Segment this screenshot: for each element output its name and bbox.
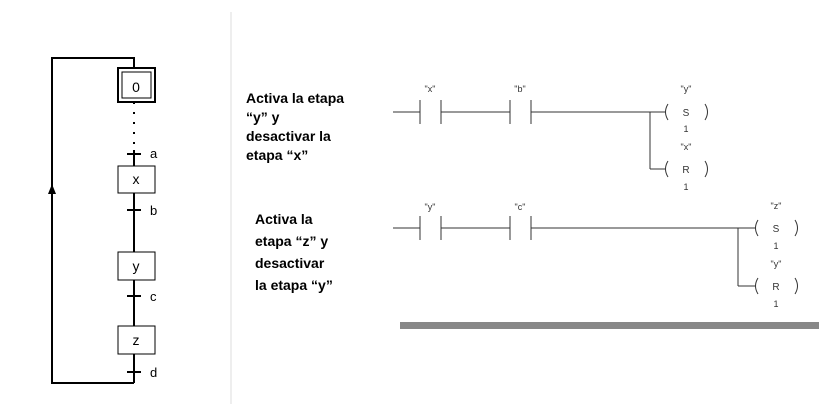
- step-z: [117, 325, 156, 355]
- step-x: [117, 165, 156, 194]
- rung-2-desc-line-4: la etapa “y”: [255, 277, 333, 293]
- rung-2-description: Activa la etapa “z” y desactivar la etap…: [255, 211, 333, 293]
- step-z-label: z: [133, 332, 140, 348]
- rung-1-contact-1-tag: "x": [425, 84, 436, 94]
- rung-2-desc-line-1: Activa la: [255, 211, 313, 227]
- contact-c: [509, 216, 532, 240]
- bottom-bar: [400, 322, 819, 329]
- rung-2: [393, 216, 798, 295]
- rung-1-desc-line-4: etapa “x”: [246, 147, 308, 163]
- step-0-label: 0: [132, 79, 140, 95]
- rung-2-coil-1-letter: S: [773, 224, 780, 235]
- rung-1-coil-1-tag: "y": [681, 84, 692, 94]
- step-0-outer: [117, 67, 156, 103]
- rung-2-coil-1-tag: "z": [771, 201, 782, 211]
- step-y: [117, 251, 156, 281]
- rung-1: [393, 100, 708, 178]
- rung-2-desc-line-3: desactivar: [255, 255, 325, 271]
- contact-x: [419, 100, 442, 124]
- return-loop: [51, 57, 135, 384]
- transition-c-label: c: [150, 289, 157, 304]
- rung-1-desc-line-3: desactivar la: [246, 128, 331, 144]
- rung-1-coil-2-tag: "x": [681, 142, 692, 152]
- coil-z-set: [755, 219, 798, 237]
- rung-1-coil-1-value: 1: [683, 124, 688, 134]
- transition-a-label: a: [150, 146, 158, 161]
- rung-2-coil-2-letter: R: [772, 282, 779, 293]
- step-x-label: x: [133, 171, 140, 187]
- rung-1-description: Activa la etapa “y” y desactivar la etap…: [246, 90, 344, 163]
- rung-1-desc-line-2: “y” y: [246, 109, 280, 125]
- rung-2-coil-2-tag: "y": [771, 259, 782, 269]
- contact-b: [509, 100, 532, 124]
- rung-1-contact-2-tag: "b": [514, 84, 525, 94]
- coil-x-reset: [665, 160, 708, 178]
- coil-y-set: [665, 103, 708, 121]
- rung-1-coil-2-letter: R: [682, 165, 689, 176]
- transition-b-label: b: [150, 203, 157, 218]
- transition-d-label: d: [150, 365, 157, 380]
- rung-1-coil-1-letter: S: [683, 108, 690, 119]
- step-y-label: y: [133, 258, 140, 274]
- rung-2-contact-1-tag: "y": [425, 202, 436, 212]
- grafcet: [48, 57, 156, 384]
- contact-y: [419, 216, 442, 240]
- step-0-inner: [121, 71, 152, 99]
- rung-2-coil-2-value: 1: [773, 299, 778, 309]
- rung-2-coil-1-value: 1: [773, 241, 778, 251]
- coil-y-reset: [755, 277, 798, 295]
- rung-2-desc-line-2: etapa “z” y: [255, 233, 328, 249]
- return-arrow-icon: [48, 184, 56, 194]
- rung-2-contact-2-tag: "c": [515, 202, 526, 212]
- rung-1-desc-line-1: Activa la etapa: [246, 90, 344, 106]
- rung-1-coil-2-value: 1: [683, 182, 688, 192]
